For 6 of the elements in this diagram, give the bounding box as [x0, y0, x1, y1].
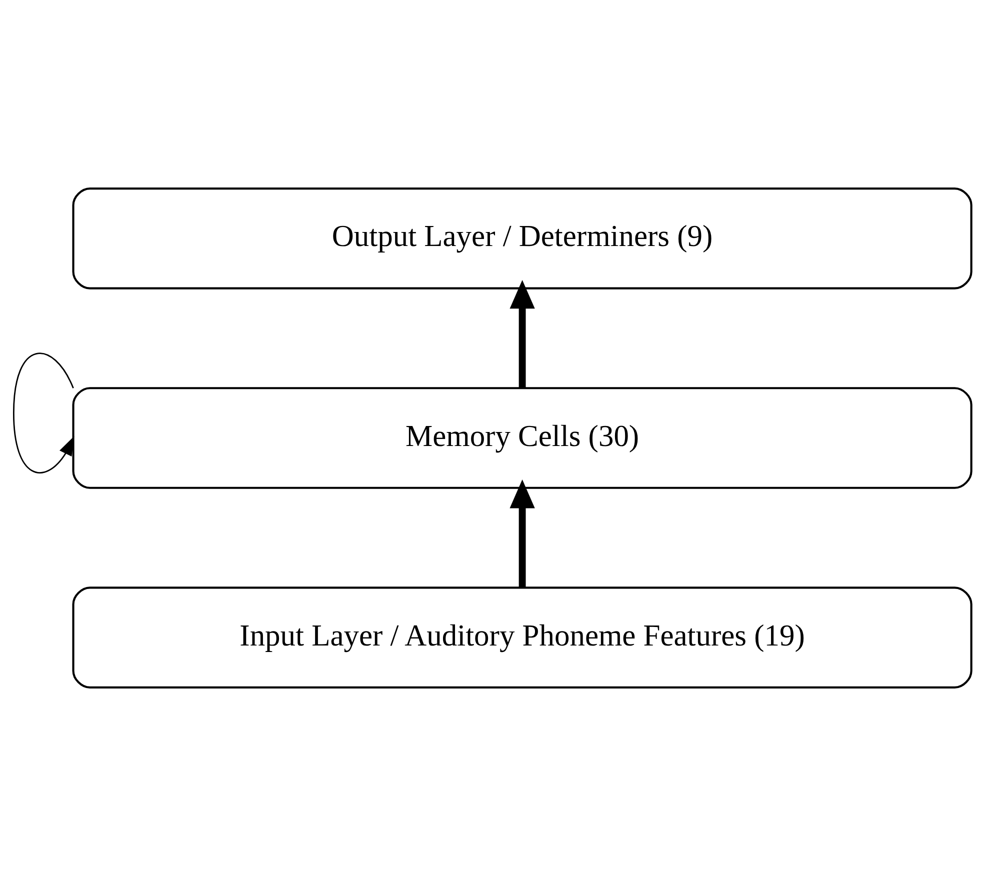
arrow — [510, 480, 535, 588]
node-box: Output Layer / Determiners (9) — [72, 188, 972, 290]
arrow — [12, 352, 74, 474]
node-box: Input Layer / Auditory Phoneme Features (19) — [72, 586, 972, 688]
arrow — [510, 280, 535, 388]
node-box: Memory Cells (30) — [72, 387, 972, 489]
